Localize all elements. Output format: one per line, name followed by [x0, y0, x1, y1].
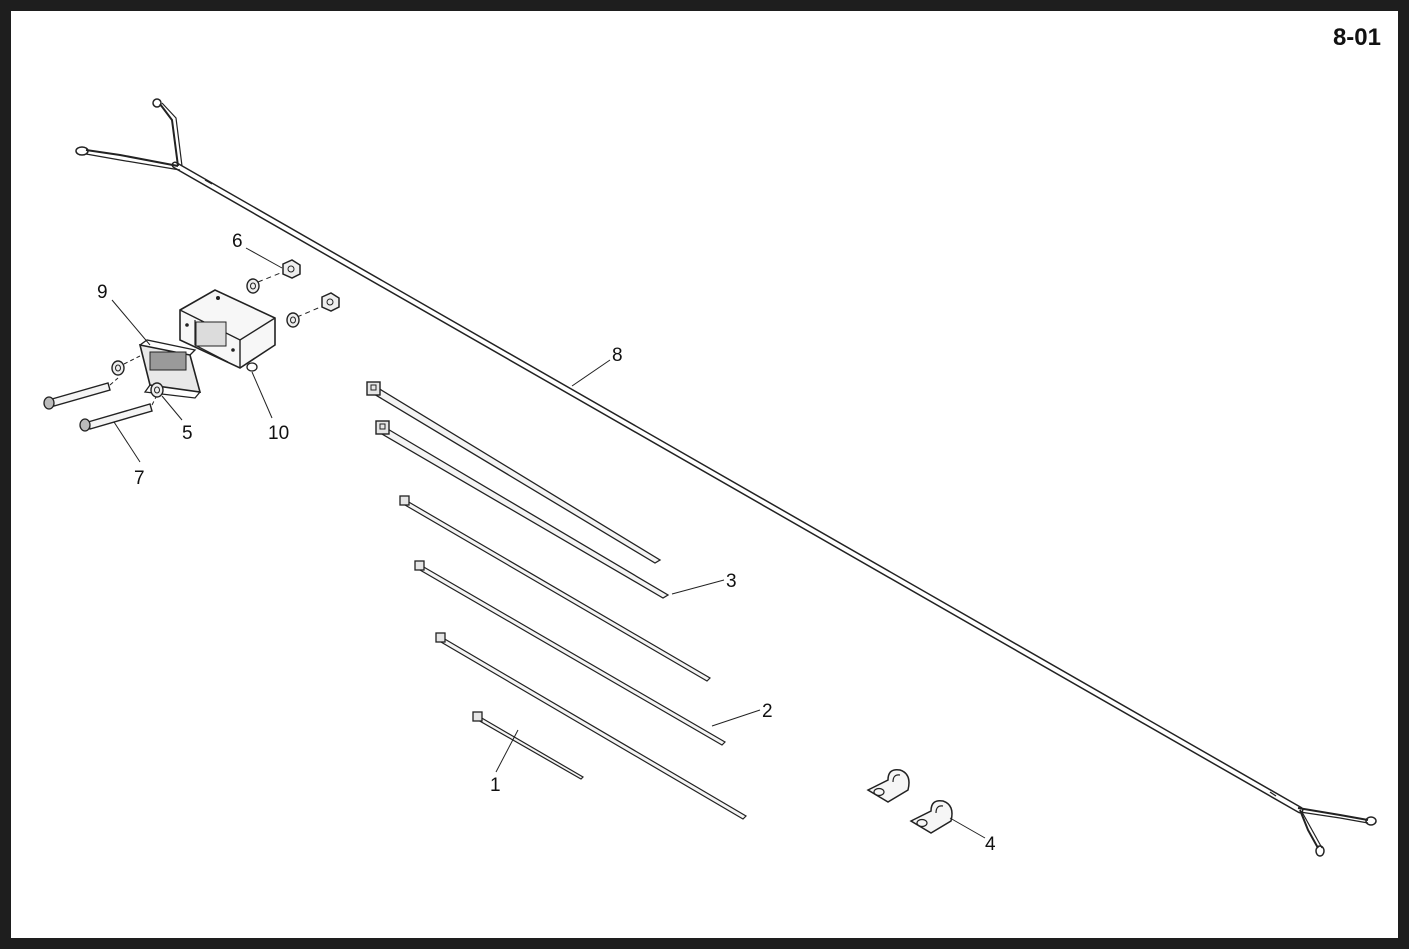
cable-tie-medium [399, 495, 747, 820]
callout-6: 6 [232, 231, 243, 252]
nut-washer-set [246, 259, 340, 328]
callout-3: 3 [726, 571, 737, 592]
callout-8: 8 [612, 345, 623, 366]
callout-10: 10 [268, 423, 289, 444]
p-clamps [866, 768, 953, 834]
mounting-bracket [179, 289, 276, 372]
page-code: 8-01 [1332, 24, 1381, 51]
cable-tie-small [472, 711, 584, 780]
callout-1: 1 [490, 775, 501, 796]
cable-tie-large [366, 381, 670, 599]
callout-4: 4 [985, 834, 996, 855]
connector [138, 339, 202, 399]
callout-9: 9 [97, 282, 108, 303]
cable-harness [75, 98, 1377, 857]
callout-2: 2 [762, 701, 773, 722]
bolt-washer-set [43, 355, 164, 432]
callout-5: 5 [182, 423, 193, 444]
callout-7: 7 [134, 468, 145, 489]
leader-lines [111, 247, 986, 839]
